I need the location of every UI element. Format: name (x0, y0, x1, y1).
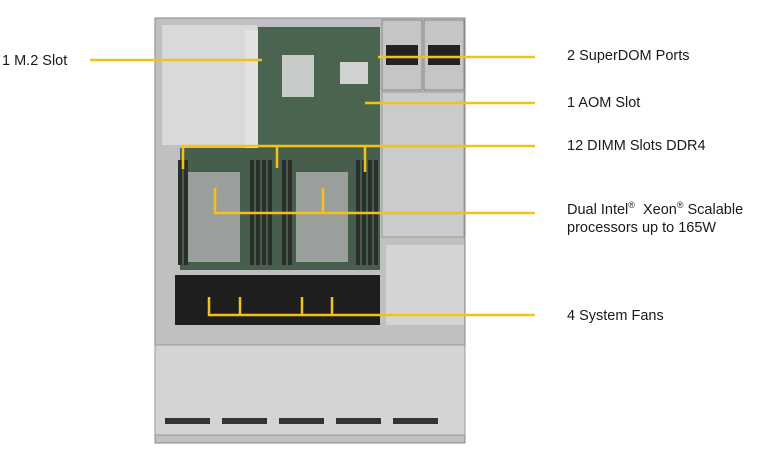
reg-mark: ® (628, 200, 635, 210)
callout-fans (207, 297, 535, 317)
label-system-fans: 4 System Fans (567, 308, 664, 324)
callout-cpu (213, 188, 535, 215)
psu-module (386, 245, 464, 325)
fan-row (175, 275, 380, 325)
label-dimm-slots: 12 DIMM Slots DDR4 (567, 138, 706, 154)
front-vents (165, 418, 438, 424)
callout-lines (90, 55, 535, 317)
chipset-heatsink (282, 55, 314, 97)
cpu-text: processors up to 165W (567, 219, 717, 236)
cpu-text: Scalable (687, 201, 744, 218)
cpu-text: Dual Intel (567, 201, 629, 218)
empty-bay (162, 25, 257, 145)
cpu2-heatsink (296, 172, 348, 262)
label-m2-slot: 1 M.2 Slot (2, 53, 68, 69)
chip (340, 62, 368, 84)
reg-mark: ® (676, 200, 684, 210)
cpu1-heatsink (188, 172, 240, 262)
label-aom-slot: 1 AOM Slot (567, 95, 641, 111)
psu-body (381, 91, 465, 238)
motherboard-upper (258, 27, 380, 152)
label-processors: Dual Intel® Xeon® Scalable processors up… (567, 196, 743, 237)
bracket (245, 30, 260, 150)
cpu-text: Xeon (642, 201, 677, 218)
psu-vent (386, 45, 418, 65)
callout-dimm (181, 144, 535, 172)
psu-vent (428, 45, 460, 65)
label-superdom-ports: 2 SuperDOM Ports (567, 48, 690, 64)
